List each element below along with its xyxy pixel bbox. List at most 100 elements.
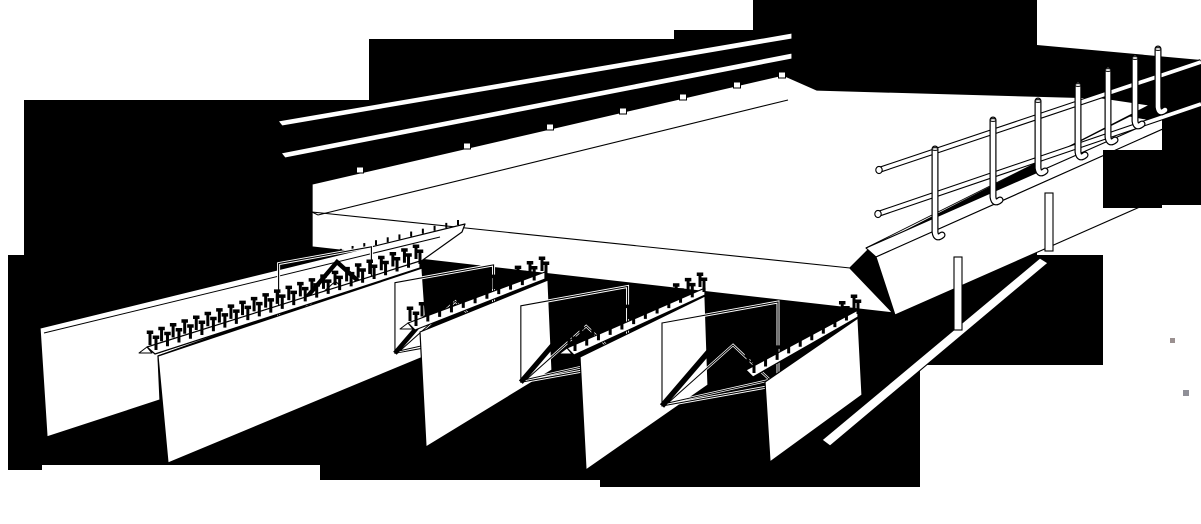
shear-stud	[343, 266, 350, 282]
shear-stud	[430, 297, 438, 312]
railing-post-stub	[356, 166, 364, 174]
deck-left-end-edge	[311, 211, 319, 216]
shear-stud	[418, 301, 426, 317]
shear-stud	[301, 286, 309, 302]
shear-stud	[412, 244, 420, 259]
girder-3-flange-tip	[399, 322, 414, 330]
deck-slab	[311, 74, 1151, 314]
shear-stud	[146, 330, 154, 345]
shear-stud	[689, 282, 696, 298]
shear-stud	[152, 335, 160, 350]
girder-1-stud-ticks	[269, 266, 272, 272]
shear-stud	[803, 320, 811, 336]
girder-1-stud-ticks	[93, 309, 96, 315]
shear-stud	[606, 320, 614, 335]
girder-1-stud-ticks	[129, 300, 131, 306]
shear-stud	[393, 256, 401, 272]
railing-post-cap	[1104, 68, 1112, 72]
cross-frame-4-brace	[659, 317, 777, 408]
girder-3-web	[419, 279, 553, 448]
shear-stud	[495, 279, 502, 295]
shear-stud	[227, 304, 235, 319]
shear-stud	[250, 296, 258, 312]
shear-stud	[526, 261, 534, 276]
shear-stud	[285, 285, 293, 301]
girder-1-stud-ticks	[386, 237, 389, 243]
far-guardrail-upper	[277, 32, 793, 127]
shear-stud	[768, 340, 775, 355]
shear-stud	[256, 301, 263, 317]
shear-stud	[589, 320, 597, 336]
shear-stud	[454, 288, 462, 303]
girder-1-stud-ticks	[351, 245, 354, 251]
shear-stud	[791, 327, 799, 342]
shear-stud	[796, 332, 804, 347]
shear-stud	[514, 265, 522, 281]
girder-1-stud-ticks	[70, 315, 73, 321]
shear-stud	[677, 288, 684, 303]
shear-stud	[637, 299, 644, 314]
shear-stud	[613, 310, 620, 325]
shear-stud	[193, 315, 200, 331]
shear-stud	[630, 309, 637, 325]
shear-stud	[502, 270, 510, 285]
shear-stud	[780, 333, 787, 349]
shear-stud	[642, 304, 649, 319]
shear-stud	[370, 264, 378, 279]
girder-1-stud-ticks	[199, 283, 202, 289]
shear-stud	[324, 279, 332, 294]
railing-post-cap	[1074, 83, 1082, 87]
shear-stud	[478, 279, 486, 294]
shear-stud	[460, 293, 467, 308]
shear-stud	[838, 301, 846, 316]
shear-stud	[649, 293, 656, 309]
shear-stud	[320, 274, 327, 289]
shear-stud	[405, 253, 412, 268]
shear-stud	[406, 306, 414, 321]
railing-post-stub	[546, 123, 554, 131]
void-left-column	[8, 255, 42, 470]
far-guardrail-lower	[280, 52, 793, 159]
shear-stud	[273, 289, 281, 304]
shear-stud	[169, 323, 177, 338]
shear-stud	[542, 261, 550, 276]
shear-stud	[565, 331, 573, 346]
shear-stud	[700, 277, 708, 292]
shear-stud	[187, 324, 194, 339]
shear-stud	[665, 293, 673, 309]
railing-post-stub	[778, 71, 786, 79]
shear-stud	[336, 275, 343, 291]
curb-base-line	[865, 105, 1151, 249]
shear-stud	[466, 283, 474, 299]
shear-stud	[331, 270, 339, 286]
girder-1-stud-ticks	[187, 286, 190, 292]
girder-1-stud-ticks	[433, 225, 436, 231]
shear-stud	[366, 259, 373, 274]
shear-stud	[601, 315, 608, 330]
shear-stud	[773, 345, 781, 360]
shear-stud	[239, 300, 246, 316]
cross-frame-3-brace	[518, 300, 627, 384]
shear-stud	[519, 270, 526, 286]
girder-1-stud-ticks	[421, 228, 424, 234]
shear-stud	[625, 304, 632, 320]
shear-stud	[815, 314, 822, 329]
shear-stud	[785, 338, 792, 354]
shear-stud	[571, 336, 579, 351]
girder-1-stud-ticks	[398, 234, 401, 240]
shear-stud	[424, 306, 432, 322]
shear-stud	[210, 316, 217, 332]
shear-stud	[684, 277, 692, 293]
girder-1-stud-ticks	[375, 240, 377, 246]
shear-stud	[401, 248, 408, 263]
shear-stud	[831, 312, 839, 328]
girder-1-stud-ticks	[140, 297, 143, 303]
railing-post-stub	[619, 107, 627, 115]
shear-stud	[507, 275, 514, 290]
railing-post	[990, 117, 1003, 205]
railing-post-cap	[989, 118, 997, 122]
girder-1-top-face-line	[43, 236, 441, 334]
shear-stud	[530, 266, 538, 281]
shear-stud	[297, 281, 304, 297]
